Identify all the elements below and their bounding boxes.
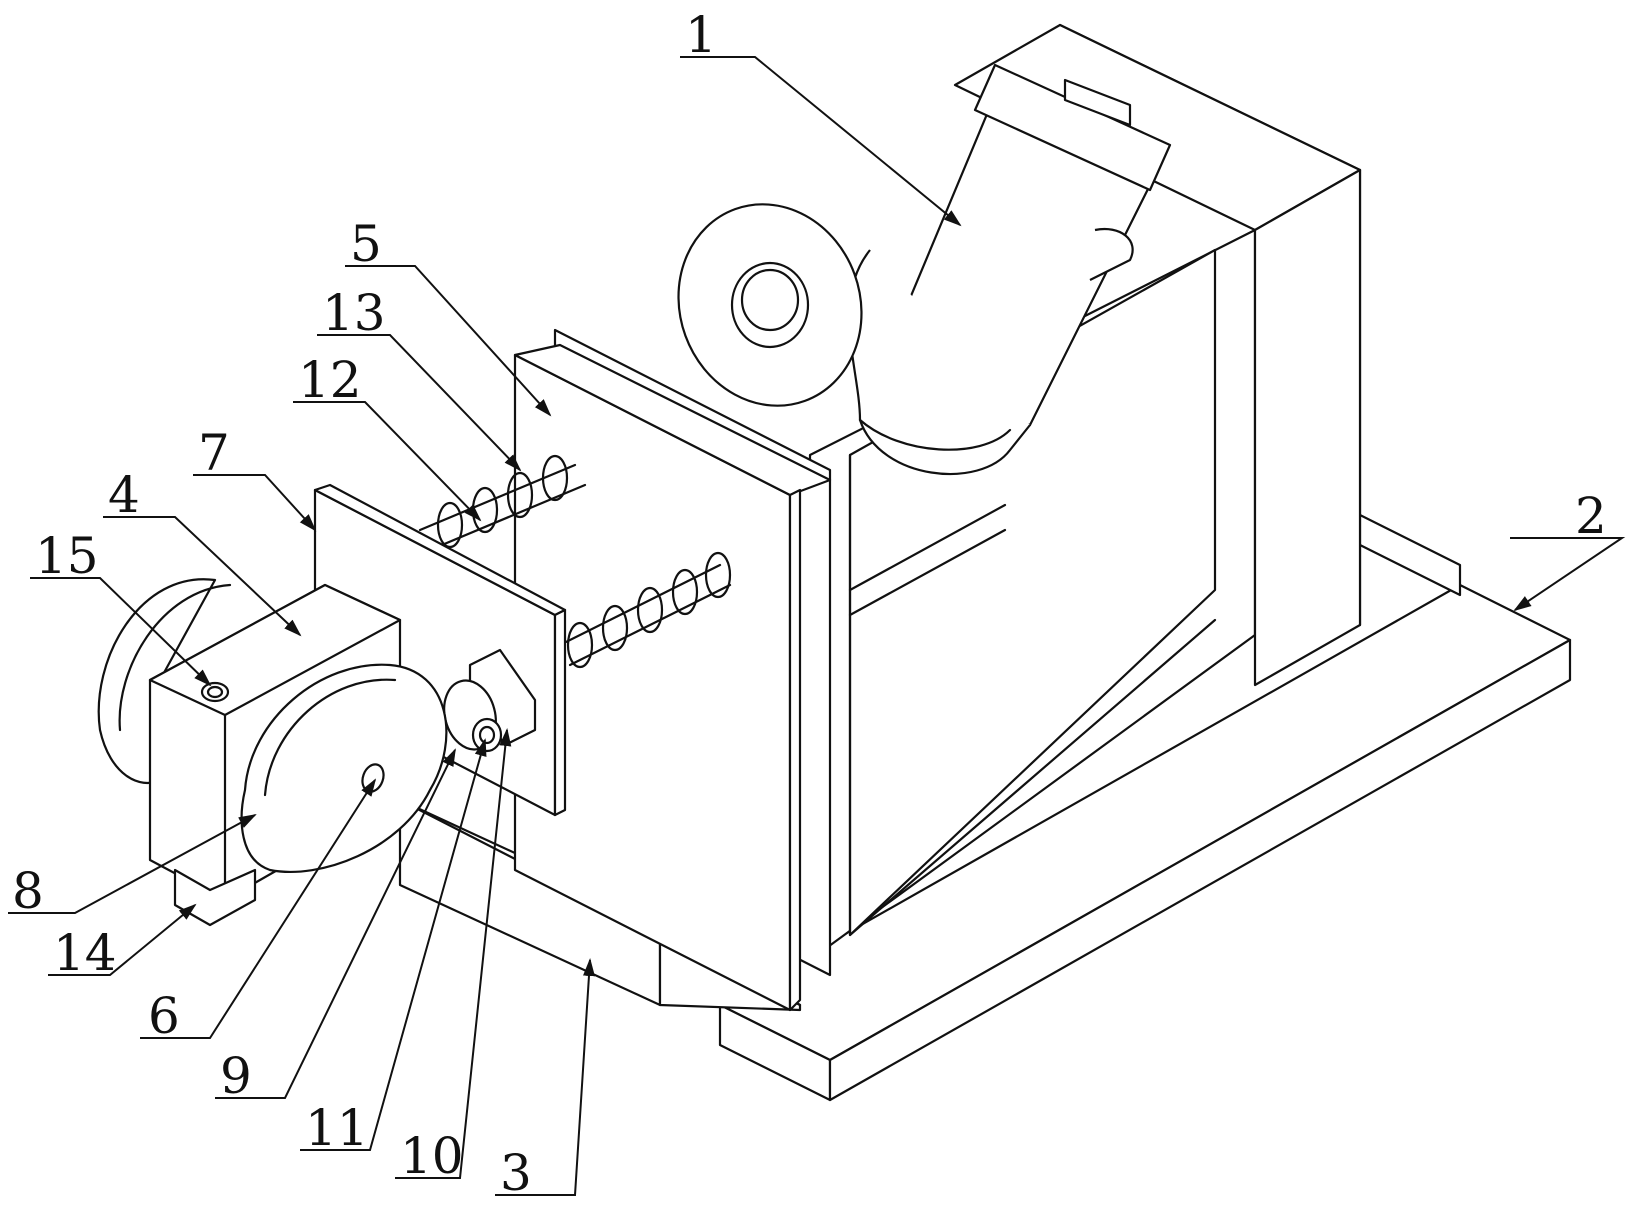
- base-plate: [718, 583, 1572, 1102]
- label-4: 4: [108, 466, 140, 524]
- label-10: 10: [400, 1127, 464, 1185]
- pipe-assembly: [677, 63, 1172, 476]
- label-9: 9: [220, 1047, 252, 1105]
- label-1: 1: [685, 6, 717, 64]
- label-8: 8: [12, 862, 44, 920]
- label-7: 7: [198, 424, 230, 482]
- leader-lines: [8, 56, 1626, 1196]
- label-14: 14: [53, 924, 117, 982]
- belt-cover: [240, 663, 448, 873]
- label-5: 5: [350, 215, 382, 273]
- label-3: 3: [500, 1144, 532, 1202]
- label-6: 6: [148, 987, 180, 1045]
- label-2: 2: [1575, 487, 1607, 545]
- reference-labels: 1 2 3 4 5 6 7 8 9 10 11 12 13 14 15: [12, 6, 1607, 1202]
- label-15: 15: [35, 527, 99, 585]
- label-12: 12: [298, 351, 362, 409]
- spring-rods: [418, 454, 732, 669]
- label-13: 13: [322, 284, 386, 342]
- slide-plate: [513, 328, 832, 1012]
- roller-bracket: [443, 648, 537, 753]
- label-11: 11: [305, 1099, 369, 1157]
